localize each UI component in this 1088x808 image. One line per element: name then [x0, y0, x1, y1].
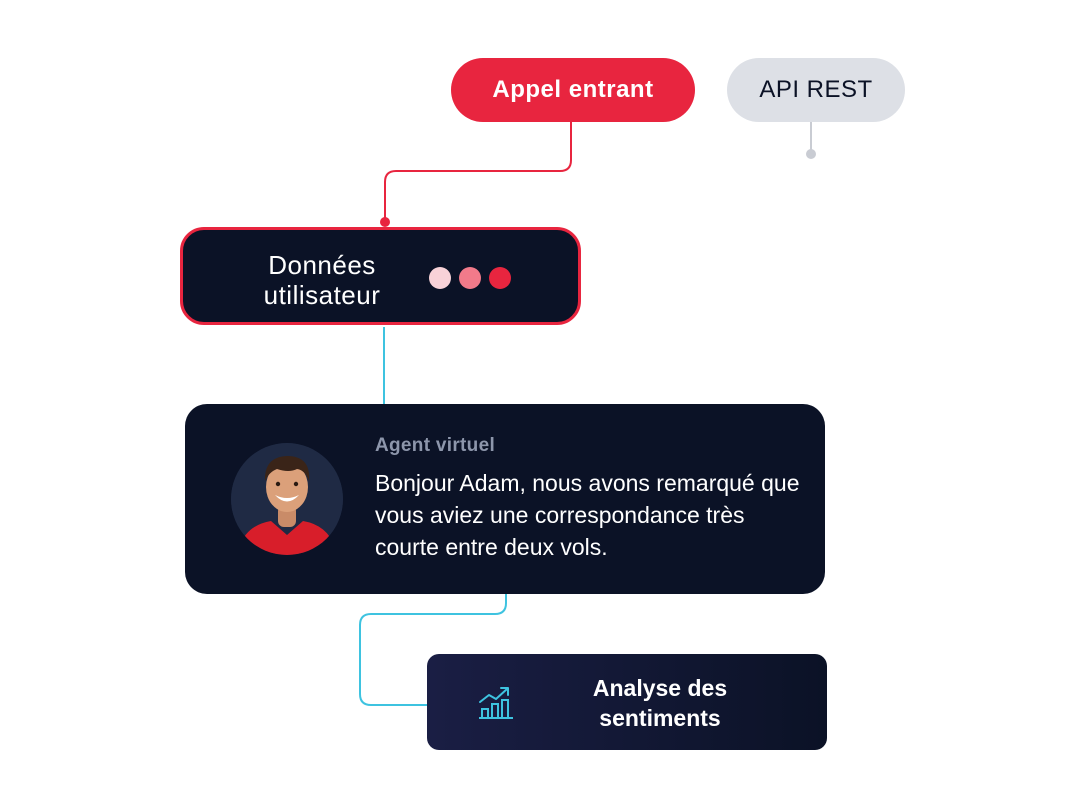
agent-avatar — [231, 443, 343, 555]
agent-name: Agent virtuel — [375, 435, 495, 457]
incoming-call-node: Appel entrant — [451, 58, 695, 122]
status-dot-3 — [489, 267, 511, 289]
user-data-node: Données utilisateur — [180, 227, 581, 325]
status-dot-2 — [459, 267, 481, 289]
status-dots — [429, 267, 511, 289]
sentiment-analysis-node: Analyse des sentiments — [427, 654, 827, 750]
connector-call-to-data-dot — [380, 217, 390, 227]
sentiment-analysis-label: Analyse des sentiments — [577, 673, 743, 733]
status-dot-1 — [429, 267, 451, 289]
connector-api-stub-dot — [806, 149, 816, 159]
incoming-call-label: Appel entrant — [492, 76, 653, 104]
agent-message-text: Bonjour Adam, nous avons remarqué que vo… — [375, 467, 805, 563]
person-avatar-icon — [231, 443, 343, 555]
bar-chart-trend-icon — [477, 684, 515, 720]
agent-message-card: Agent virtuel Bonjour Adam, nous avons r… — [185, 404, 825, 594]
rest-api-node: API REST — [727, 58, 905, 122]
user-data-label: Données utilisateur — [263, 250, 381, 310]
connector-call-to-data — [385, 122, 571, 222]
rest-api-label: API REST — [759, 76, 872, 104]
